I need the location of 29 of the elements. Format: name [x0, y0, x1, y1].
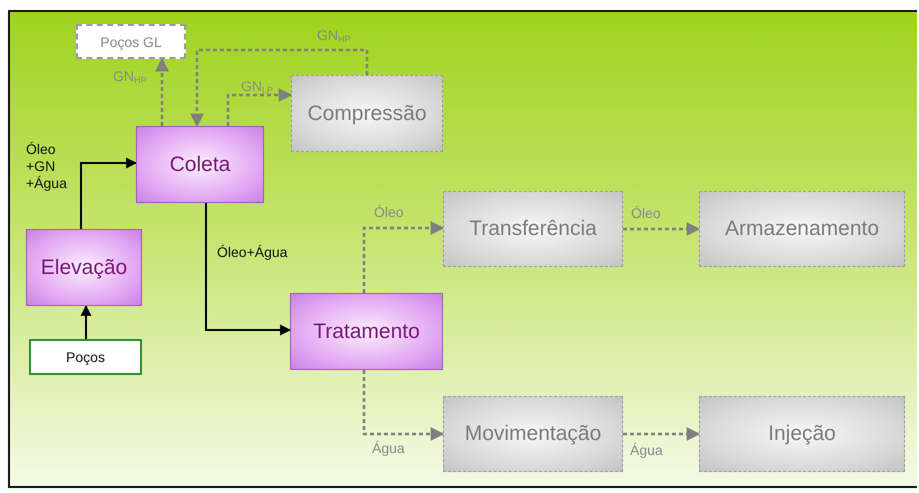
- process-box: Elevação: [26, 229, 142, 306]
- process-box: Coleta: [136, 126, 264, 203]
- arrow: [362, 370, 444, 441]
- arrow: [80, 304, 92, 339]
- edge-label: GN$_{HP}$: [112, 68, 148, 87]
- edge-label: Óleo +GN +Água: [25, 141, 68, 192]
- arrow: [205, 203, 292, 336]
- edge-label: GN$_{LP}$: [240, 78, 274, 97]
- edge-label: Óleo+Água: [216, 244, 288, 261]
- process-box: Transferência: [443, 191, 623, 267]
- edge-label: GN$_{HP}$: [316, 27, 352, 46]
- process-box: Compressão: [291, 75, 443, 152]
- arrow: [623, 222, 700, 236]
- edge-label: Óleo: [630, 205, 662, 222]
- arrow: [226, 88, 292, 126]
- source-box: Poços: [29, 339, 142, 375]
- arrow: [80, 158, 138, 229]
- process-box: Tratamento: [290, 293, 443, 370]
- arrow: [362, 221, 444, 293]
- output-box: Poços GL: [76, 24, 186, 59]
- arrow: [190, 48, 368, 128]
- edge-label: Óleo: [373, 204, 405, 221]
- arrow: [623, 427, 700, 441]
- process-box: Armazenamento: [699, 191, 905, 267]
- process-box: Injeção: [699, 396, 905, 472]
- edge-label: Água: [629, 442, 664, 459]
- edge-label: Água: [371, 440, 406, 457]
- process-box: Movimentação: [443, 396, 623, 472]
- arrow: [155, 58, 169, 126]
